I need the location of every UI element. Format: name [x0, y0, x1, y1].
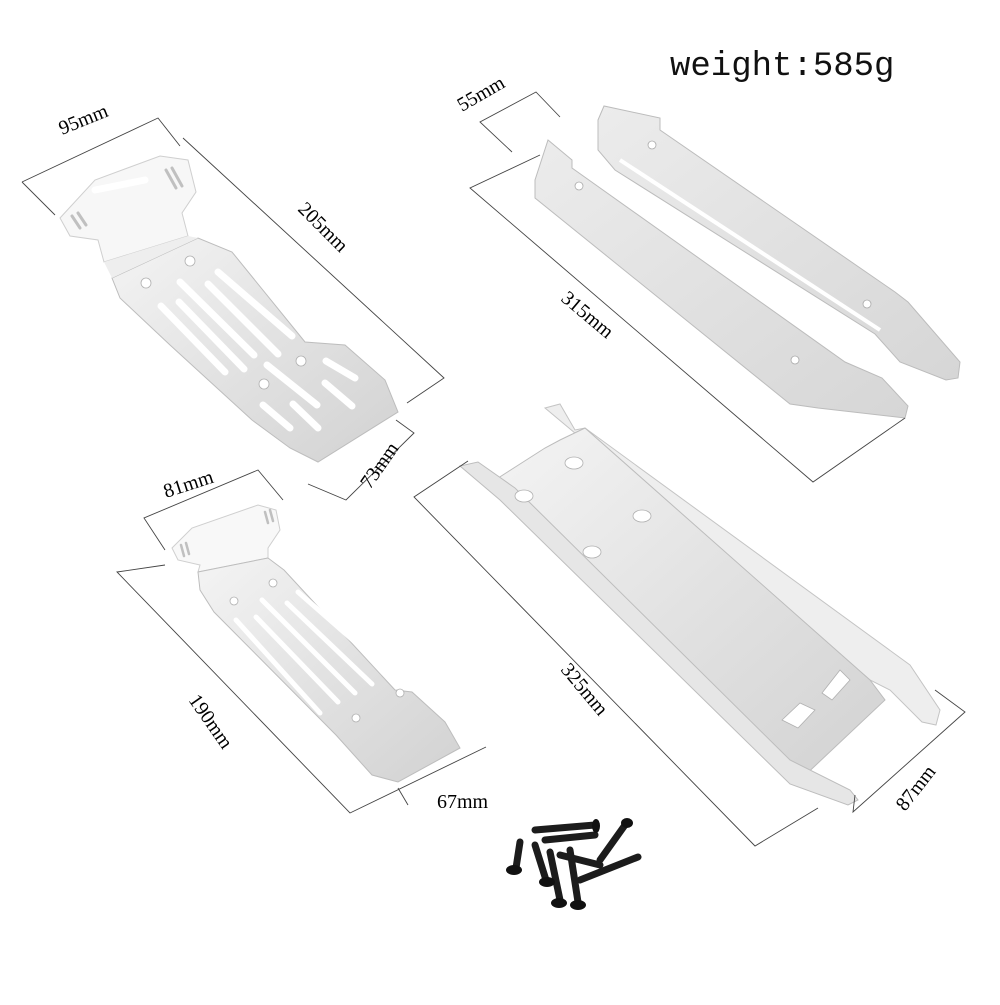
dimension-lines-part2 — [469, 91, 906, 483]
weight-label: weight:585g — [670, 48, 895, 86]
dim-55mm: 55mm — [454, 71, 510, 116]
front-skid-plate-large — [59, 155, 399, 463]
dim-315mm: 315mm — [557, 287, 618, 343]
dimension-lines-part1 — [21, 117, 445, 501]
dimension-lines-part3 — [116, 469, 487, 814]
dim-87mm: 87mm — [892, 761, 941, 815]
dim-73mm: 73mm — [356, 438, 404, 493]
dim-95mm: 95mm — [56, 100, 112, 140]
front-skid-plate-small — [171, 504, 461, 783]
dim-325mm: 325mm — [556, 659, 612, 720]
screws — [506, 818, 642, 910]
dimension-lines-part4 — [413, 460, 966, 847]
dim-81mm: 81mm — [161, 466, 217, 503]
dim-190mm: 190mm — [184, 690, 237, 753]
side-rails-pair — [534, 105, 961, 419]
center-skid-plate — [458, 403, 941, 806]
dim-67mm: 67mm — [437, 791, 489, 813]
